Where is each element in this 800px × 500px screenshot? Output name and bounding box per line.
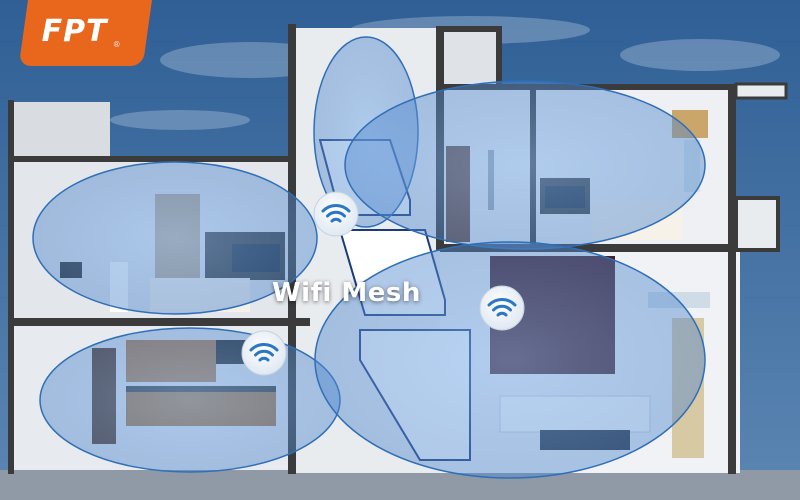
fpt-logo: FPT ® — [18, 0, 152, 66]
wifi-coverage-zones — [32, 36, 706, 479]
coverage-zone-upper-left — [32, 161, 318, 315]
wifi-icon — [313, 191, 359, 237]
wifi-mesh-caption: Wifi Mesh — [272, 278, 421, 308]
wifi-icon — [241, 330, 287, 376]
ground — [0, 470, 800, 500]
wifi-icon — [479, 285, 525, 331]
fpt-logo-text: FPT — [41, 14, 108, 49]
coverage-zone-upper-right — [344, 80, 706, 250]
registered-mark: ® — [113, 40, 120, 49]
coverage-zone-lower-right — [314, 241, 706, 479]
coverage-zone-lower-left — [39, 327, 341, 473]
